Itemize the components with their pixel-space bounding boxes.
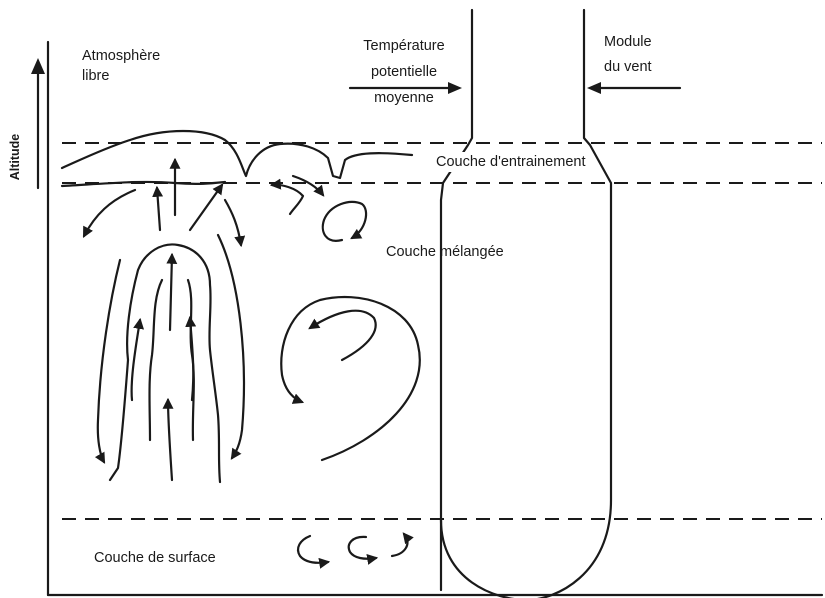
surface-eddy-3 — [392, 534, 407, 556]
surface-eddy-1 — [298, 536, 328, 563]
label-temperature-line-3: moyenne — [340, 88, 468, 108]
altitude-arrow-head — [31, 58, 45, 74]
updraft-arrow-center — [170, 255, 172, 330]
wind-arrow-head — [587, 82, 601, 94]
top-arrow-left-up — [157, 188, 160, 230]
label-temperature-line-1: Température — [340, 36, 468, 56]
eddy-arrow-1 — [272, 185, 303, 214]
eddy-loop-upper — [323, 202, 366, 241]
label-altitude: Altitude — [8, 132, 22, 182]
label-module-vent: Module du vent — [604, 32, 652, 77]
label-atmosphere-libre: Atmosphère libre — [82, 46, 160, 86]
large-eddy-outer — [281, 297, 420, 460]
label-module-line-2: du vent — [604, 57, 652, 77]
label-couche-melangee: Couche mélangée — [386, 242, 504, 262]
updraft-arrow-lower — [168, 400, 172, 480]
top-arrow-right-up — [190, 185, 222, 230]
large-eddy-inner — [310, 311, 376, 360]
updraft-arrow-left — [132, 320, 140, 400]
label-temperature-line-2: potentielle — [340, 62, 468, 82]
entrainment-cloud-boundary — [62, 131, 412, 178]
label-temperature-potentielle: Température potentielle moyenne — [340, 36, 468, 108]
label-atmosphere-line-1: Atmosphère — [82, 46, 160, 66]
label-atmosphere-line-2: libre — [82, 66, 160, 86]
label-couche-surface: Couche de surface — [94, 548, 216, 568]
label-couche-entrainement: Couche d'entrainement — [434, 152, 587, 172]
surface-eddy-2 — [349, 537, 376, 559]
top-arrow-spill-left — [84, 190, 135, 236]
label-module-line-1: Module — [604, 32, 652, 52]
downdraft-arrow-right — [218, 235, 244, 458]
thermal-plume-inner-left — [150, 280, 163, 440]
top-arrow-spill-right — [225, 200, 241, 245]
thermal-plume-outer — [110, 244, 220, 482]
downdraft-arrow-left — [98, 260, 120, 462]
